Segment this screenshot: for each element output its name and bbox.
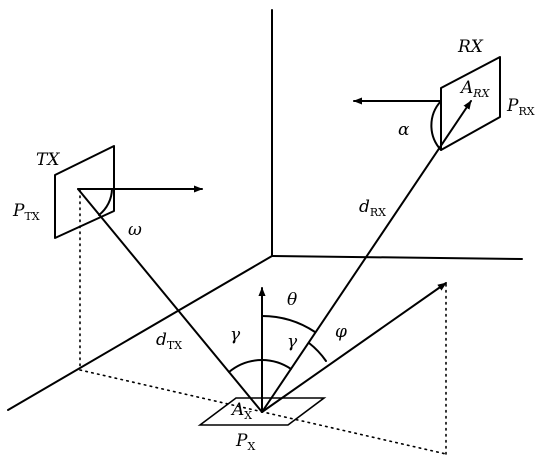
gamma-left-label: γ [230,325,241,345]
p-rx-label: PRX [506,96,535,118]
omega-label: ω [128,220,142,240]
rx-beam-line [261,100,472,413]
d-rx-label: dRX [359,197,386,219]
rx-antenna-plate [440,56,501,151]
horizontal-axis [271,255,523,260]
depth-axis [7,255,273,411]
p-tx-label: PTX [12,201,40,223]
reflector-plate [197,397,327,426]
a-x-label: AX [230,400,252,422]
a-rx-label: ARX [459,78,491,100]
p-x-label: PX [235,431,255,453]
gamma-right-label: γ [287,332,298,352]
omega-arc [98,188,113,216]
reflected-direction-arrow [261,282,447,413]
rx-label: RX [457,37,484,57]
theta-arc [261,315,316,333]
alpha-arc [430,100,442,151]
tx-antenna-plate [54,145,115,239]
phi-arc [308,342,327,362]
gamma-left-arc [228,359,263,373]
alpha-label: α [398,120,410,140]
tx-beam-line [77,188,263,413]
gamma-right-arc [261,359,292,370]
d-tx-label: dTX [156,330,182,352]
theta-label: θ [287,290,297,310]
phi-label: φ [335,322,347,342]
tx-label: TX [36,150,60,170]
